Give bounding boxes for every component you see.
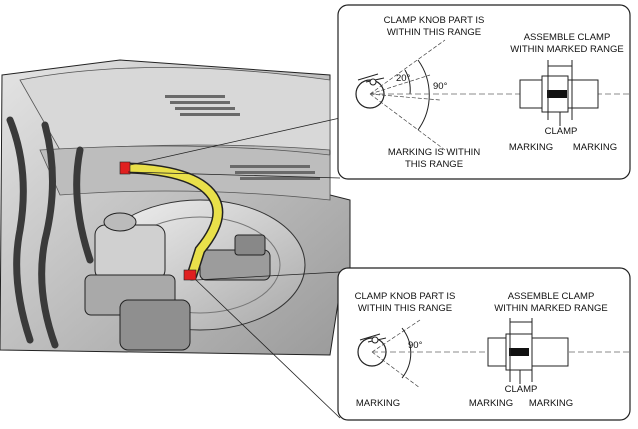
bottom-angle-90-label: 90° — [408, 340, 423, 351]
top-marking-range-label-line1: MARKING IS WITHIN — [388, 147, 481, 158]
top-angle-20-label: 20° — [396, 73, 411, 84]
bottom-callout: CLAMP KNOB PART IS WITHIN THIS RANGE 90°… — [337, 267, 631, 421]
bottom-knob-range-label-line1: CLAMP KNOB PART IS — [355, 291, 456, 302]
bottom-leader-line — [195, 271, 341, 281]
upper-clamp-marker — [119, 161, 131, 175]
left-hoses — [6, 116, 94, 349]
top-callout: CLAMP KNOB PART IS WITHIN THIS RANGE 20°… — [337, 4, 631, 180]
bottom-clamp-label: CLAMP — [505, 384, 538, 395]
top-knob-range-label-line2: WITHIN THIS RANGE — [387, 27, 481, 38]
top-clamp-label: CLAMP — [545, 126, 578, 137]
bottom-hose-section — [470, 318, 630, 384]
top-marking-left-label: MARKING — [509, 142, 553, 153]
top-marking-right-label: MARKING — [573, 142, 617, 153]
top-assemble-clamp-label-line2: WITHIN MARKED RANGE — [510, 44, 623, 55]
top-marking-range-label-line2: THIS RANGE — [405, 159, 463, 170]
top-callout-box — [337, 4, 631, 180]
bottom-knob-range-label-line2: WITHIN THIS RANGE — [358, 303, 452, 314]
cowl-vent-pattern — [165, 95, 320, 180]
bottom-marking-left-label: MARKING — [469, 398, 513, 409]
top-knob-range-label-line1: CLAMP KNOB PART IS — [384, 15, 485, 26]
top-angle-90-label: 90° — [433, 81, 448, 92]
bottom-assemble-clamp-label-line1: ASSEMBLE CLAMP — [508, 291, 595, 302]
engine-bay-illustration — [0, 59, 351, 419]
top-leader-line — [129, 117, 341, 166]
top-hose-section — [470, 60, 630, 126]
bottom-marking-right-label: MARKING — [529, 398, 573, 409]
bottom-callout-box — [337, 267, 631, 421]
top-assemble-clamp-label-line1: ASSEMBLE CLAMP — [524, 32, 611, 43]
bottom-assemble-clamp-label-line2: WITHIN MARKED RANGE — [494, 303, 607, 314]
bottom-marking-label: MARKING — [356, 398, 400, 409]
lower-clamp-marker — [183, 269, 197, 281]
